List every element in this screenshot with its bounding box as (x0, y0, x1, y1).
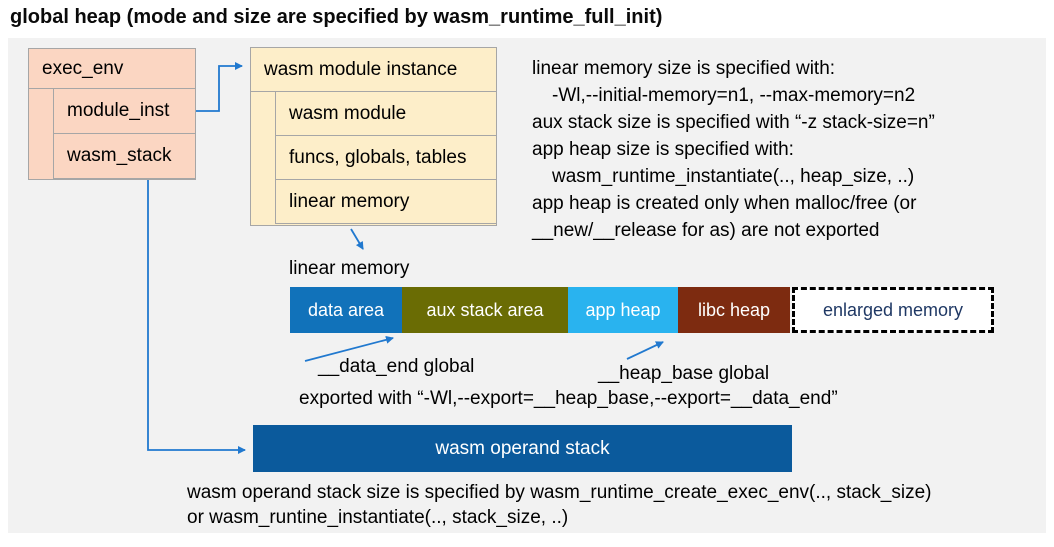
heap-base-global-label: __heap_base global (598, 363, 770, 384)
linear-memory-bar: data area aux stack area app heap libc h… (290, 287, 994, 333)
segment-data-area: data area (290, 287, 402, 333)
segment-app-heap: app heap (568, 287, 678, 333)
data-end-global-label: __data_end global (318, 356, 475, 377)
linear-memory-label: linear memory (289, 258, 410, 279)
instance-row-linear-memory: linear memory (275, 179, 497, 224)
note-line: aux stack size is specified with “-z sta… (532, 112, 935, 133)
exec-env-box: exec_env module_inst wasm_stack (28, 48, 196, 180)
exported-with-note: exported with “-Wl,--export=__heap_base,… (299, 388, 838, 409)
diagram-title: global heap (mode and size are specified… (10, 6, 663, 28)
wasm-module-instance-box: wasm module instance wasm module funcs, … (250, 47, 497, 226)
wasm-module-instance-header: wasm module instance (251, 48, 496, 92)
note-line: __new/__release for as) are not exported (532, 220, 880, 241)
note-line: app heap size is specified with: (532, 139, 794, 160)
exec-env-row-wasm-stack: wasm_stack (53, 133, 196, 179)
note-line: -Wl,--initial-memory=n1, --max-memory=n2 (552, 85, 916, 106)
note-line: linear memory size is specified with: (532, 58, 836, 79)
segment-aux-stack-area: aux stack area (402, 287, 568, 333)
note-line: wasm operand stack size is specified by … (187, 482, 932, 503)
instance-row-wasm-module: wasm module (275, 91, 497, 136)
linear-memory-notes: linear memory size is specified with: -W… (532, 55, 935, 244)
instance-row-funcs-globals-tables: funcs, globals, tables (275, 135, 497, 180)
note-line: wasm_runtime_instantiate(.., heap_size, … (552, 166, 915, 187)
note-line: or wasm_runtine_instantiate(.., stack_si… (187, 507, 569, 528)
exec-env-header: exec_env (29, 49, 195, 89)
operand-stack-notes: wasm operand stack size is specified by … (187, 480, 932, 530)
note-line: app heap is created only when malloc/fre… (532, 193, 917, 214)
segment-libc-heap: libc heap (678, 287, 790, 333)
exec-env-row-module-inst: module_inst (53, 88, 196, 134)
wasm-operand-stack-bar: wasm operand stack (253, 425, 792, 472)
segment-enlarged-memory: enlarged memory (792, 287, 994, 333)
